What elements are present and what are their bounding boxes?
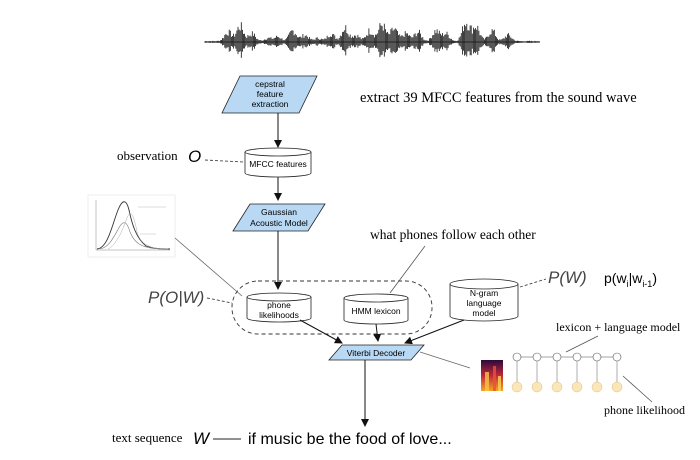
observation-connector	[204, 159, 245, 163]
lattice-observation	[591, 381, 603, 393]
lattice-observation	[571, 381, 583, 393]
spectrogram-thumbnail	[481, 360, 503, 391]
lattice-state	[612, 352, 622, 362]
lattice-observation	[511, 381, 523, 393]
ngram-line-1: N-gram	[470, 288, 498, 298]
lexicon-lm-annotation: lexicon + language model	[556, 320, 681, 334]
phone-likelihood-annotation: phone likelihood	[604, 403, 685, 417]
mfcc-features-node: MFCC features	[244, 147, 312, 178]
ngram-line-3: model	[472, 308, 495, 318]
phone-likelihoods-node: phone likelihoods	[246, 292, 312, 323]
mfcc-label: MFCC features	[249, 159, 307, 169]
ngram-line-2: language	[467, 298, 502, 308]
hmm-lexicon-node: HMM lexicon	[343, 293, 409, 325]
ngram-language-model-node: N-gram language model	[449, 278, 519, 322]
observation-symbol: O	[188, 147, 201, 166]
cepstral-line-1: cepstral	[255, 79, 285, 89]
phone-likelihood-connector	[622, 375, 653, 403]
gaussian-plot-thumbnail	[87, 194, 176, 258]
plot-connector	[174, 237, 243, 297]
extract-annotation: extract 39 MFCC features from the sound …	[360, 90, 637, 106]
sound-wave	[204, 22, 540, 58]
phone-line-1: phone	[267, 300, 291, 310]
p-w-connector	[519, 278, 547, 288]
lattice-connector	[419, 351, 471, 369]
cepstral-feature-extraction-node: cepstral feature extraction	[221, 75, 318, 114]
lattice-state	[552, 352, 562, 362]
decoding-lattice	[511, 352, 623, 393]
viterbi-label: Viterbi Decoder	[347, 348, 406, 358]
arrow-phone-to-viterbi	[299, 319, 343, 344]
text-sequence-label: text sequence	[112, 430, 183, 445]
text-sequence-symbol: W	[193, 429, 211, 448]
cepstral-line-3: extraction	[252, 99, 289, 109]
gaussian-line-2: Acoustic Model	[250, 218, 308, 228]
lattice-state	[512, 352, 522, 362]
lattice-state	[592, 352, 602, 362]
lattice-observation	[611, 381, 623, 393]
arrow-ngram-to-viterbi	[404, 319, 465, 345]
cepstral-line-2: feature	[257, 89, 284, 99]
p-o-w-label: P(O|W)	[148, 288, 204, 307]
gaussian-line-1: Gaussian	[261, 207, 297, 217]
what-phones-annotation: what phones follow each other	[370, 227, 536, 242]
p-w-label: P(W)	[548, 268, 587, 287]
waveform-trace	[204, 22, 540, 58]
hmm-lexicon-label: HMM lexicon	[351, 306, 400, 316]
lattice-state	[532, 352, 542, 362]
arrow-hmm-to-viterbi	[373, 323, 382, 342]
viterbi-decoder-node: Viterbi Decoder	[328, 344, 425, 361]
bigram-formula: p(wi|wi-1)	[604, 270, 657, 289]
lexicon-lm-connector	[565, 335, 599, 353]
lattice-state	[572, 352, 582, 362]
lattice-observation	[551, 381, 563, 393]
p-o-w-connector	[206, 297, 233, 304]
what-phones-connector	[389, 245, 426, 294]
phone-line-2: likelihoods	[259, 310, 299, 320]
gaussian-acoustic-model-node: Gaussian Acoustic Model	[232, 203, 326, 232]
observation-label: observation	[117, 148, 178, 163]
acoustic-lexicon-group	[231, 280, 433, 335]
output-text: if music be the food of love...	[248, 431, 452, 448]
lattice-observation	[531, 381, 543, 393]
